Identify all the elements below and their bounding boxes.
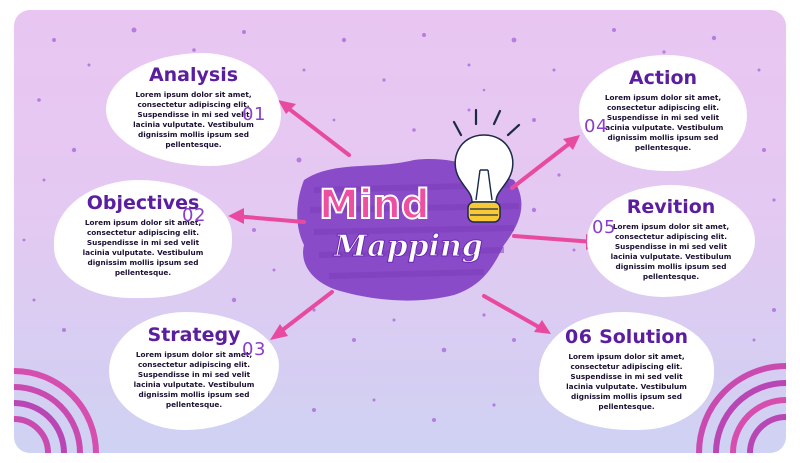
node-number-04: 04 (584, 116, 608, 137)
node-card-analysis: Analysis Lorem ipsum dolor sit amet,cons… (106, 53, 281, 166)
node-number-05: 05 (592, 217, 616, 238)
node-title: 06 Solution (564, 326, 689, 348)
node-body: Lorem ipsum dolor sit amet,consectetur a… (566, 352, 687, 411)
node-title: Objectives (86, 192, 200, 214)
node-card-strategy: Strategy Lorem ipsum dolor sit amet,cons… (109, 312, 279, 430)
slide-canvas: Mind Mapping Analysis Lorem ipsum dolor … (14, 10, 786, 453)
node-card-solution: 06 Solution Lorem ipsum dolor sit amet,c… (539, 312, 714, 430)
corner-arcs-left (14, 368, 99, 453)
node-number-06: 06 (564, 326, 593, 348)
node-body: Lorem ipsum dolor sit amet,consectetur a… (82, 218, 204, 277)
node-body: Lorem ipsum dolor sit amet,consectetur a… (133, 90, 254, 149)
node-title: Analysis (148, 64, 239, 86)
connector-arrows (232, 103, 596, 337)
node-card-revition: Revition Lorem ipsum dolor sit amet,cons… (587, 185, 755, 297)
center-title: Mind (318, 182, 431, 228)
node-number-03: 03 (242, 339, 266, 360)
lightbulb-icon (452, 108, 521, 223)
node-title: Strategy (147, 324, 241, 346)
node-body: Lorem ipsum dolor sit amet,consectetur a… (602, 93, 724, 152)
node-card-action: Action Lorem ipsum dolor sit amet,consec… (579, 55, 747, 171)
corner-arcs-right (696, 363, 786, 453)
node-body: Lorem ipsum dolor sit amet,consectetur a… (610, 222, 732, 281)
node-title: Revition (626, 196, 716, 218)
center-subtitle: Mapping (334, 229, 484, 264)
background-decor (14, 27, 786, 453)
node-card-objectives: Objectives Lorem ipsum dolor sit amet,co… (54, 180, 232, 298)
node-body: Lorem ipsum dolor sit amet,consectetur a… (133, 350, 255, 409)
paint-speckles (22, 27, 776, 422)
node-number-02: 02 (182, 205, 206, 226)
node-number-01: 01 (242, 104, 266, 125)
node-title: Action (628, 67, 698, 89)
